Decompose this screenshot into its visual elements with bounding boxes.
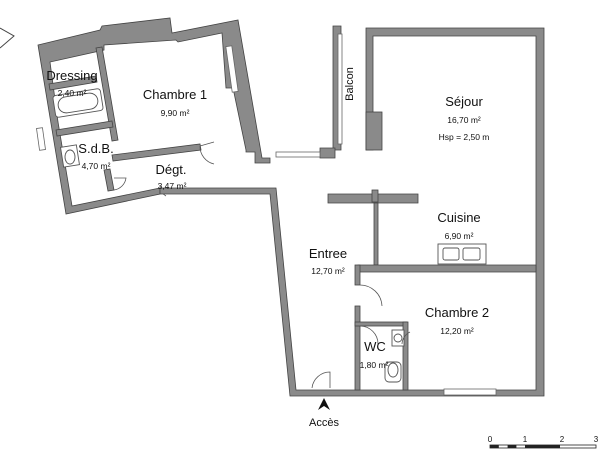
corner-marker-icon — [0, 27, 15, 49]
room-area-entree: 12,70 m² — [311, 266, 345, 276]
scale-tick-3: 3 — [594, 435, 599, 444]
scale-bar: 0 1 2 3 — [488, 435, 599, 449]
scale-tick-2: 2 — [560, 435, 565, 444]
washbasin-wc-icon — [391, 329, 405, 347]
room-area-sejour: 16,70 m² — [447, 115, 481, 125]
room-area-sdb: 4,70 m² — [82, 161, 111, 171]
scale-tick-0: 0 — [488, 435, 493, 444]
room-area-dressing: 2,40 m² — [58, 88, 87, 98]
room-label-sejour: Séjour — [445, 94, 483, 109]
washbasin-icon — [60, 144, 80, 168]
room-label-entree: Entree — [309, 246, 347, 261]
room-area-chambre1: 9,90 m² — [161, 108, 190, 118]
room-area-wc: 1,80 m² — [360, 360, 389, 370]
room-label-degt: Dégt. — [155, 162, 186, 177]
left-wing-interior — [48, 46, 202, 192]
room-label-sdb: S.d.B. — [78, 141, 113, 156]
room-label-wc: WC — [364, 339, 386, 354]
room-label-chambre2: Chambre 2 — [425, 305, 489, 320]
left-wing-walls — [36, 17, 271, 215]
toilet-icon — [384, 361, 402, 383]
scale-tick-1: 1 — [523, 435, 528, 444]
door-swings-main — [311, 284, 411, 389]
room-area-degt: 3,47 m² — [158, 181, 187, 191]
kitchen-counter — [437, 243, 487, 265]
balcony-walls — [275, 25, 343, 159]
room-label-dressing: Dressing — [46, 68, 97, 83]
room-label-balcon: Balcon — [344, 67, 356, 101]
access-label: Accès — [309, 417, 339, 429]
room-label-cuisine: Cuisine — [437, 210, 480, 225]
bathtub-icon — [52, 88, 104, 118]
access-arrow-icon — [318, 398, 330, 410]
room-hsp-sejour: Hsp = 2,50 m — [439, 132, 490, 142]
room-label-chambre1: Chambre 1 — [143, 87, 207, 102]
main-walls — [159, 27, 545, 397]
room-area-cuisine: 6,90 m² — [445, 231, 474, 241]
room-area-chambre2: 12,20 m² — [440, 326, 474, 336]
